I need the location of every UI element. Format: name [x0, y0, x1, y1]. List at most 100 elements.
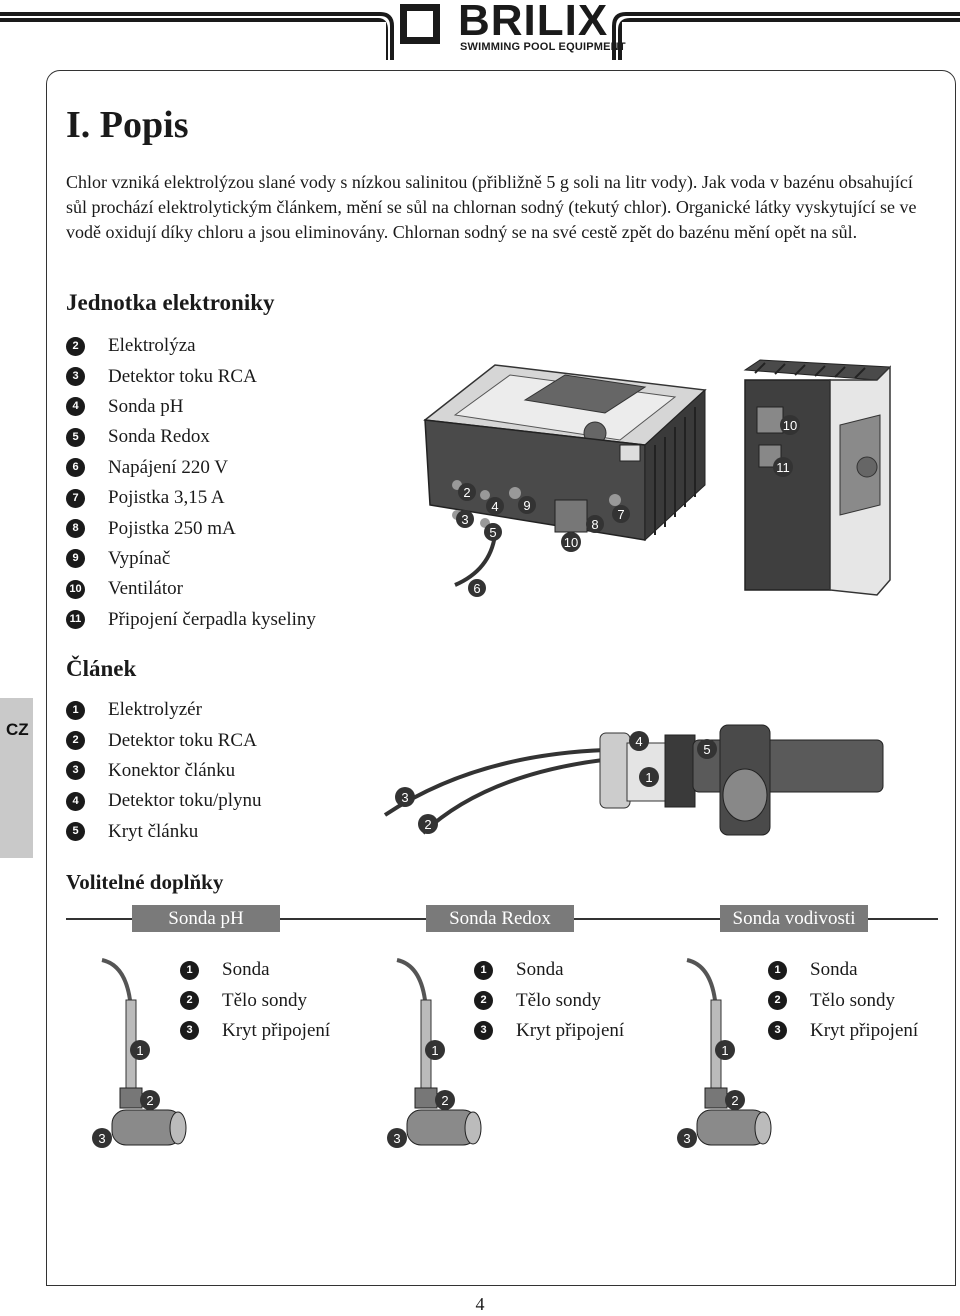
list-item: 5 Kryt článku: [66, 817, 262, 847]
list-item: 7 Pojistka 3,15 A: [66, 483, 316, 513]
item-number: 10: [66, 579, 85, 599]
callout-9: 9: [523, 498, 530, 513]
item-label: Napájení 220 V: [108, 456, 228, 478]
item-number: 2: [180, 991, 199, 1011]
list-item: 8 Pojistka 250 mA: [66, 513, 316, 543]
item-label: Sonda: [222, 959, 270, 981]
list-item: 9 Vypínač: [66, 544, 316, 574]
item-label: Detektor toku/plynu: [108, 790, 262, 812]
callout-5: 5: [489, 525, 496, 540]
callout-2: 2: [463, 485, 470, 500]
callout-1: 1: [645, 770, 652, 785]
callout-10: 10: [564, 535, 578, 550]
item-label: Elektrolyzér: [108, 699, 202, 721]
probe-redox-title: Sonda Redox: [426, 905, 574, 932]
list-item: 4 Sonda pH: [66, 392, 316, 422]
item-label: Sonda: [810, 959, 858, 981]
list-item: 10 Ventilátor: [66, 574, 316, 604]
language-tab: CZ: [0, 698, 33, 858]
item-number: 1: [768, 960, 787, 980]
callout-7: 7: [617, 507, 624, 522]
item-number: 4: [66, 397, 85, 417]
probe-ph-illustration: 1 2 3: [92, 958, 187, 1148]
item-label: Sonda Redox: [108, 426, 210, 448]
item-label: Ventilátor: [108, 578, 183, 600]
item-number: 3: [474, 1021, 493, 1041]
item-label: Sonda pH: [108, 395, 184, 417]
item-number: 7: [66, 488, 85, 508]
optional-heading: Volitelné doplňky: [66, 870, 224, 894]
item-label: Tělo sondy: [810, 989, 895, 1011]
item-number: 2: [474, 991, 493, 1011]
probe-ph-title: Sonda pH: [132, 905, 280, 932]
callout-circle: [458, 483, 476, 501]
item-number: 5: [66, 427, 85, 447]
item-label: Tělo sondy: [516, 989, 601, 1011]
divider: [574, 918, 720, 920]
callout-5: 5: [703, 742, 710, 757]
callout-4: 4: [491, 499, 498, 514]
item-number: 11: [66, 610, 85, 630]
item-label: Tělo sondy: [222, 989, 307, 1011]
list-item: 1 Sonda: [474, 955, 624, 985]
brand-tagline: SWIMMING POOL EQUIPMENT: [460, 41, 626, 53]
item-number: 3: [768, 1021, 787, 1041]
item-number: 8: [66, 519, 85, 539]
cell-illustration: 1 2 3 4 5: [383, 724, 884, 836]
callout-3: 3: [98, 1131, 105, 1146]
callout-2: 2: [731, 1093, 738, 1108]
item-number: 1: [474, 960, 493, 980]
item-label: Konektor článku: [108, 759, 236, 781]
page-title: I. Popis: [66, 104, 189, 146]
electronics-heading: Jednotka elektroniky: [66, 290, 275, 315]
callout-2: 2: [441, 1093, 448, 1108]
probe-redox-illustration: 1 2 3: [387, 958, 482, 1148]
callout-3: 3: [461, 512, 468, 527]
item-label: Vypínač: [108, 547, 171, 569]
callout-2: 2: [424, 817, 431, 832]
list-item: 3 Konektor článku: [66, 756, 262, 786]
item-number: 3: [66, 367, 85, 387]
item-number: 5: [66, 822, 85, 842]
item-number: 2: [66, 336, 85, 356]
list-item: 3 Detektor toku RCA: [66, 361, 316, 391]
divider: [868, 918, 938, 920]
item-label: Sonda: [516, 959, 564, 981]
callout-3: 3: [683, 1131, 690, 1146]
item-label: Kryt článku: [108, 820, 199, 842]
item-label: Elektrolýza: [108, 335, 196, 357]
item-label: Kryt připojení: [222, 1019, 331, 1041]
callout-1: 1: [136, 1043, 143, 1058]
item-number: 4: [66, 791, 85, 811]
divider: [66, 918, 132, 920]
item-number: 3: [66, 761, 85, 781]
list-item: 2 Tělo sondy: [180, 985, 330, 1015]
item-number: 2: [66, 731, 85, 751]
item-label: Detektor toku RCA: [108, 365, 257, 387]
intro-paragraph: Chlor vzniká elektrolýzou slané vody s n…: [66, 172, 917, 242]
item-label: Pojistka 3,15 A: [108, 487, 225, 509]
callout-10-side: 10: [783, 418, 797, 433]
callout-3: 3: [393, 1131, 400, 1146]
callout-8: 8: [591, 517, 598, 532]
item-number: 6: [66, 458, 85, 478]
callout-4: 4: [635, 734, 642, 749]
callout-2: 2: [146, 1093, 153, 1108]
callout-3: 3: [401, 790, 408, 805]
electronics-list: 2 Elektrolýza 3 Detektor toku RCA 4 Sonda p…: [66, 331, 316, 635]
header: BRILIX SWIMMING POOL EQUIPMENT: [0, 0, 960, 60]
page-frame: [46, 70, 956, 1286]
cell-heading: Článek: [66, 656, 137, 681]
item-number: 9: [66, 549, 85, 569]
callout-1: 1: [721, 1043, 728, 1058]
language-tab-label: CZ: [6, 720, 29, 739]
list-item: 2 Tělo sondy: [768, 985, 918, 1015]
page-number: 4: [475, 1294, 485, 1314]
item-number: 2: [768, 991, 787, 1011]
item-label: Pojistka 250 mA: [108, 517, 236, 539]
